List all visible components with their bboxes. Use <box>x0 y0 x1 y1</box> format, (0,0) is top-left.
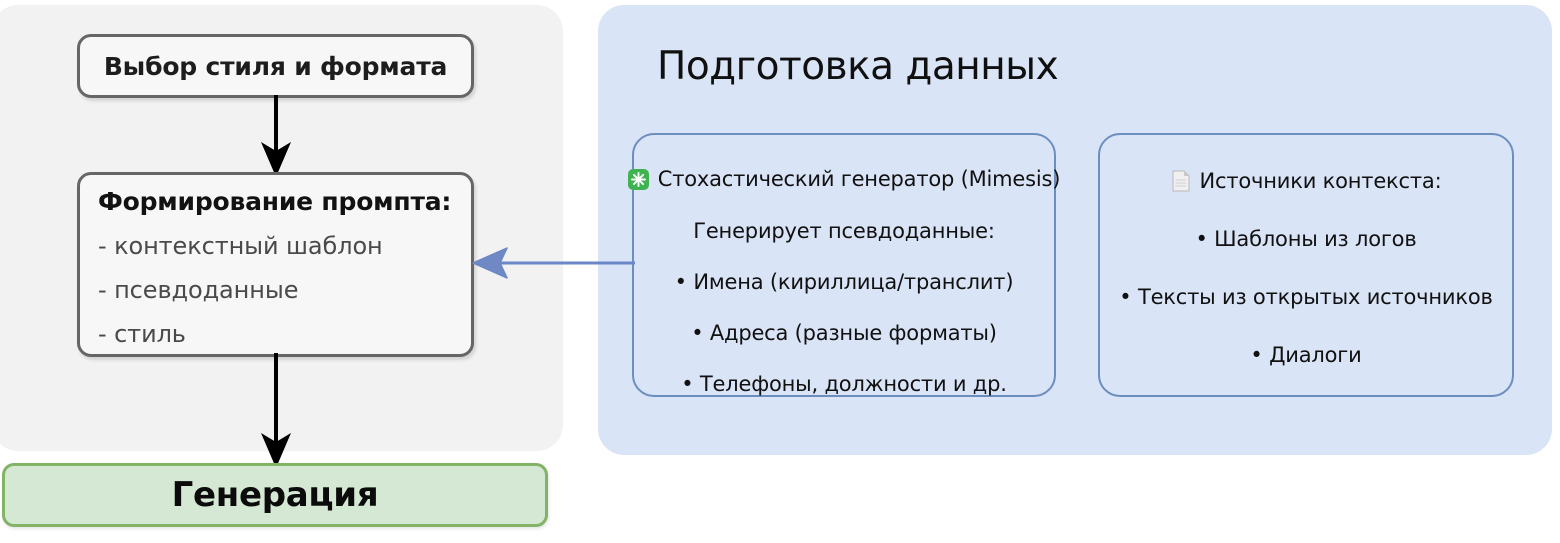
card-context-sources[interactable]: Источники контекста: • Шаблоны из логов … <box>1098 133 1514 397</box>
list-item: • Имена (кириллица/транслит) <box>674 270 1014 294</box>
prompt-item-template: - контекстный шаблон <box>98 232 383 260</box>
page-icon <box>1171 170 1191 192</box>
card-sources-heading-row: Источники контекста: <box>1100 169 1512 193</box>
card-generator-subheading: Генерирует псевдоданные: <box>693 219 995 243</box>
node-prompt-title: Формирование промпта: <box>98 187 452 216</box>
list-item: • Телефоны, должности и др. <box>681 372 1007 396</box>
flow-arrow-prompt-to-generation <box>261 353 291 468</box>
card-generator-heading-row: Стохастический генератор (Mimesis) <box>627 167 1060 191</box>
list-item: • Тексты из открытых источников <box>1119 285 1493 309</box>
list-item: • Адреса (разные форматы) <box>691 321 997 345</box>
list-item: • Шаблоны из логов <box>1195 227 1417 251</box>
card-stochastic-generator[interactable]: Стохастический генератор (Mimesis) Генер… <box>627 133 1060 397</box>
list-item: • Диалоги <box>1250 343 1362 367</box>
node-style-format-label: Выбор стиля и формата <box>103 51 448 81</box>
prompt-item-pseudodata: - псевдоданные <box>98 276 299 304</box>
data-preparation-title: Подготовка данных <box>657 44 1059 89</box>
node-style-format[interactable]: Выбор стиля и формата <box>77 34 474 98</box>
node-prompt-construction[interactable]: Формирование промпта: - контекстный шабл… <box>77 172 474 357</box>
flow-arrow-style-to-prompt <box>261 95 291 177</box>
sparkle-icon <box>627 168 649 190</box>
card-generator-bullets: • Имена (кириллица/транслит) • Адреса (р… <box>634 270 1054 396</box>
card-sources-heading: Источники контекста: <box>1199 169 1442 193</box>
card-sources-bullets: • Шаблоны из логов • Тексты из открытых … <box>1100 227 1512 367</box>
node-generation-label: Генерация <box>171 475 379 515</box>
prompt-item-style: - стиль <box>98 320 186 348</box>
connector-arrow-data-to-prompt <box>472 247 635 279</box>
node-generation[interactable]: Генерация <box>2 463 548 527</box>
card-generator-heading: Стохастический генератор (Mimesis) <box>657 167 1061 191</box>
